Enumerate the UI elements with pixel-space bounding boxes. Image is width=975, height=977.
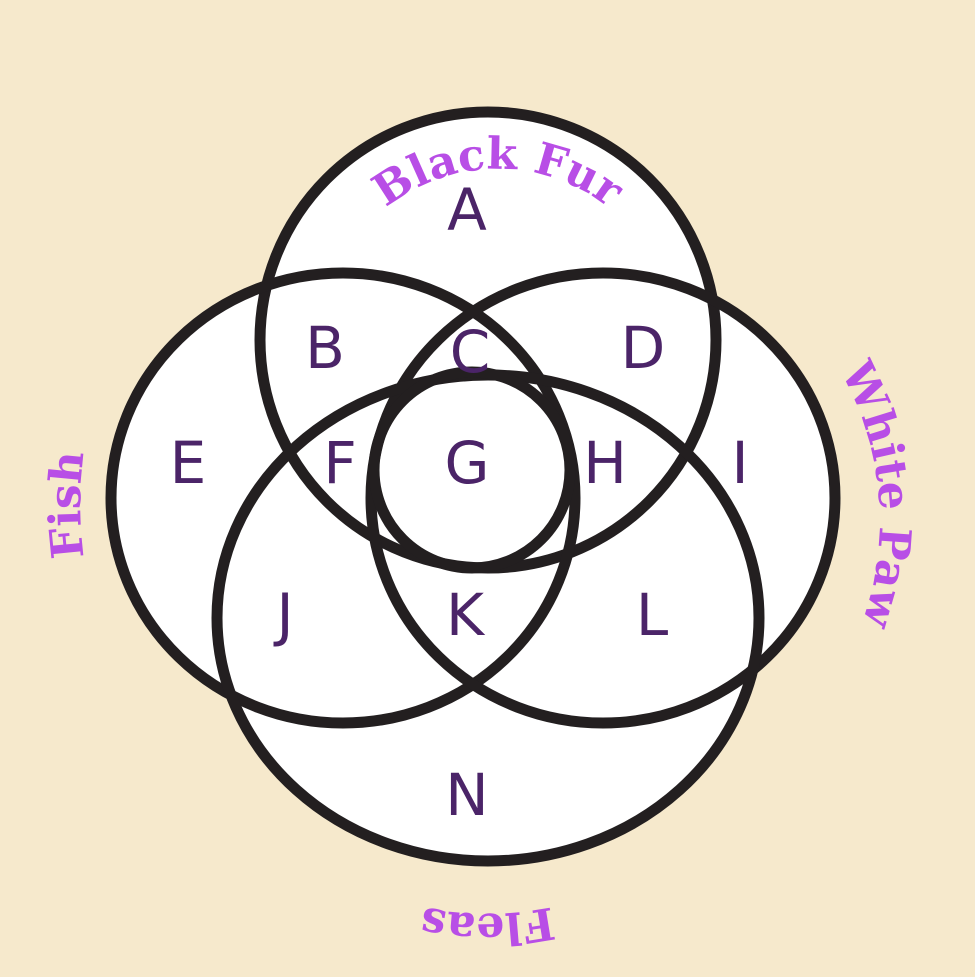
region-label-d: D [621, 314, 666, 382]
circle-outlines [105, 106, 841, 867]
region-label-a: A [447, 176, 487, 244]
region-label-h: H [583, 429, 627, 497]
region-label-n: N [445, 761, 488, 829]
inner-circle [368, 366, 576, 574]
region-label-g: G [445, 429, 490, 497]
region-label-j: J [273, 581, 293, 649]
set-title-white-paw: White Paw [830, 353, 920, 635]
fish-circle [105, 267, 581, 729]
set-title-fish: Fish [40, 449, 94, 561]
fleas-fill [217, 375, 759, 861]
region-label-f: F [323, 429, 356, 497]
region-label-i: I [731, 429, 748, 497]
region-label-e: E [170, 429, 207, 497]
set-title-fleas: Fleas [416, 896, 558, 954]
region-label-c: C [450, 318, 491, 386]
region-label-k: K [446, 581, 486, 649]
region-label-l: L [636, 581, 668, 649]
region-labels: A B C D E F G H I J K L N [170, 176, 749, 829]
white-paw-circle [365, 267, 841, 729]
region-label-b: B [305, 314, 345, 382]
